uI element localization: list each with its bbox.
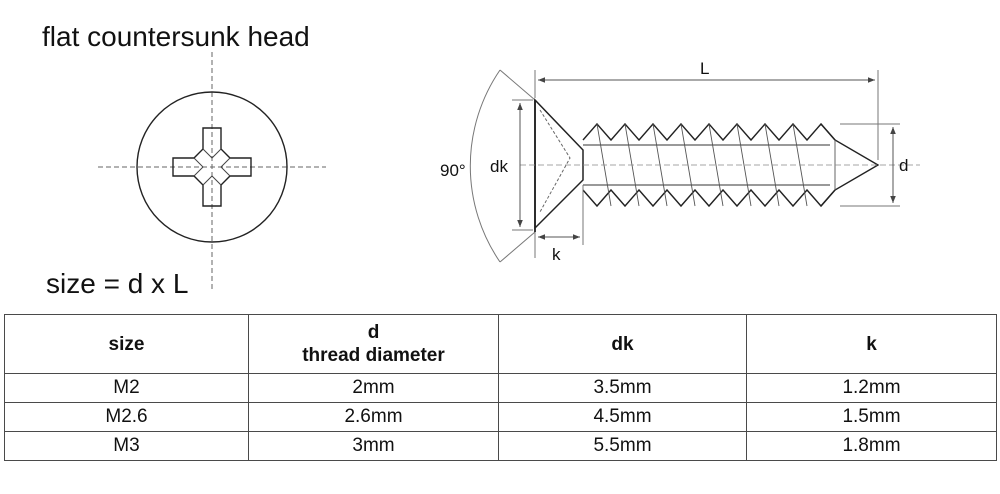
head-top-view [98, 52, 326, 292]
cell-k: 1.2mm [746, 373, 997, 403]
cell-size: M2.6 [4, 402, 249, 432]
head-height-dimension: k [534, 185, 584, 264]
phillips-recess-icon [172, 127, 252, 207]
size-formula: size = d x L [46, 268, 189, 299]
cell-k: 1.5mm [746, 402, 997, 432]
cell-size: M3 [4, 431, 249, 461]
cell-dk: 5.5mm [498, 431, 747, 461]
table-row: M2.6 2.6mm 4.5mm 1.5mm [4, 402, 997, 432]
head-diameter-dimension: dk [490, 99, 533, 231]
cell-dk: 3.5mm [498, 373, 747, 403]
thread-diameter-label: d [899, 156, 908, 175]
cell-k: 1.8mm [746, 431, 997, 461]
table-row: M3 3mm 5.5mm 1.8mm [4, 431, 997, 461]
angle-label: 90° [440, 161, 466, 180]
length-label: L [700, 59, 709, 78]
thread-diameter-dimension: d [840, 123, 908, 207]
cell-d: 2.6mm [248, 402, 499, 432]
cell-dk: 4.5mm [498, 402, 747, 432]
head-height-label: k [552, 245, 561, 264]
cell-size: M2 [4, 373, 249, 403]
header-k: k [746, 314, 997, 374]
header-size: size [4, 314, 249, 374]
length-dimension: L [534, 59, 879, 160]
header-thread-diameter: d thread diameter [248, 314, 499, 374]
screw-drawing: 90° L dk d [98, 52, 920, 292]
cell-d: 2mm [248, 373, 499, 403]
header-d-name: thread diameter [302, 345, 445, 366]
cell-d: 3mm [248, 431, 499, 461]
diagram-title: flat countersunk head [42, 21, 310, 52]
size-spec-table: size d thread diameter dk k M2 2mm 3.5mm… [4, 314, 997, 461]
header-dk: dk [498, 314, 747, 374]
header-d-symbol: d [367, 322, 380, 343]
table-header-row: size d thread diameter dk k [4, 314, 997, 374]
screw-side-view: 90° [440, 69, 920, 263]
table-row: M2 2mm 3.5mm 1.2mm [4, 373, 997, 403]
head-diameter-label: dk [490, 157, 508, 176]
